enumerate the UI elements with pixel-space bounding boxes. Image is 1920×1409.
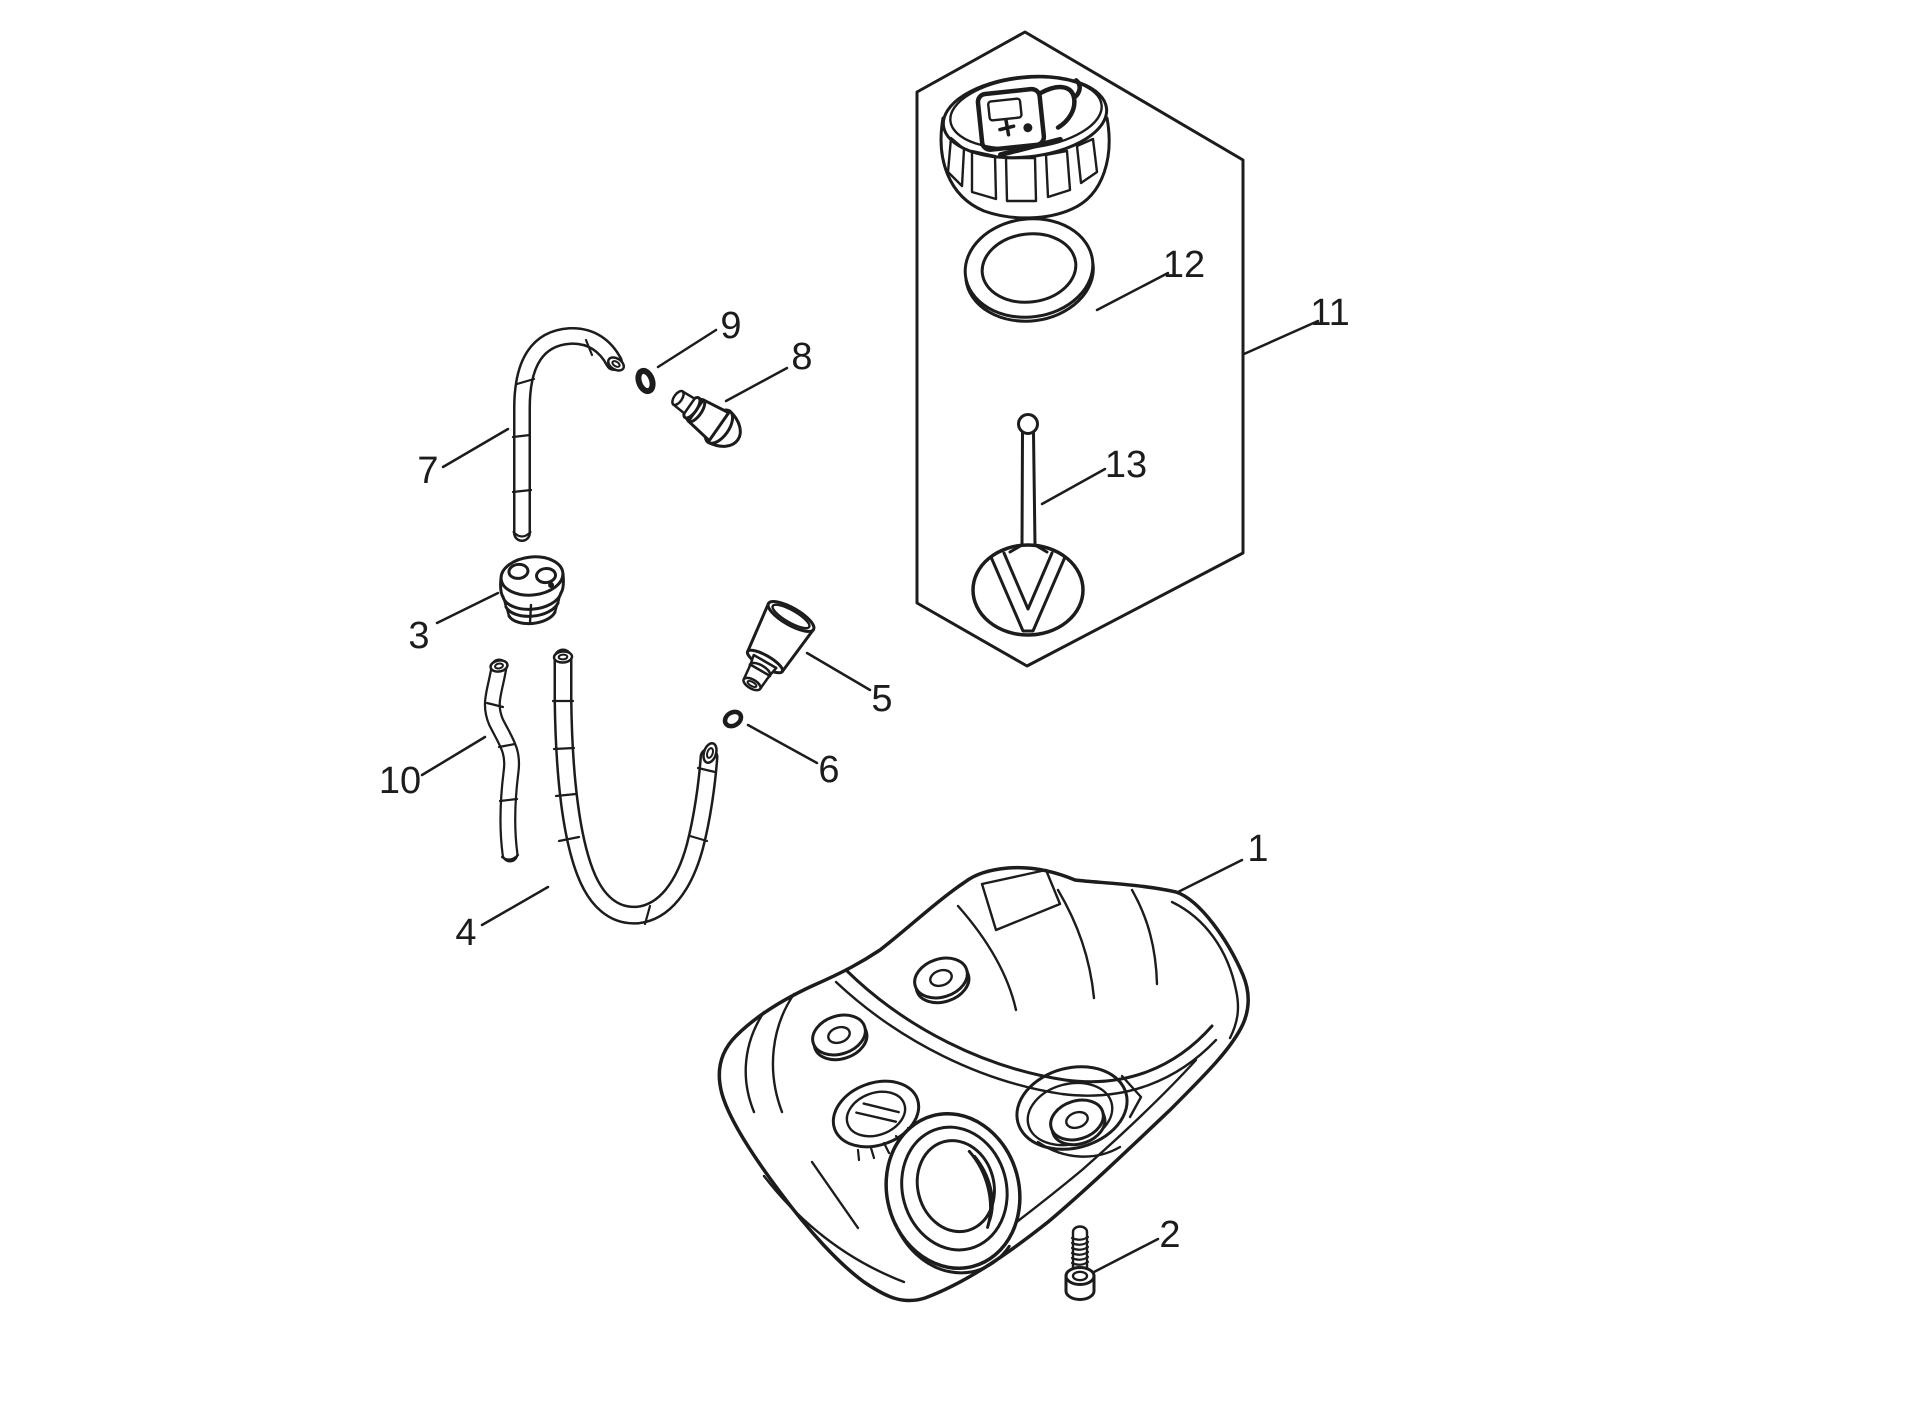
- o-ring-9-drawing: [635, 367, 656, 395]
- leader-line-2: [1092, 1237, 1160, 1274]
- tank-neck-drawing: [831, 1079, 921, 1149]
- callout-3: 3: [408, 615, 429, 657]
- leader-line-8: [724, 366, 789, 403]
- callout-11: 11: [1310, 292, 1349, 334]
- leader-line-12: [1095, 271, 1170, 312]
- fuel-tube-drawing: [511, 327, 626, 542]
- callout-7: 7: [417, 450, 438, 492]
- leader-line-4: [480, 885, 550, 927]
- check-valve-drawing: [671, 389, 742, 448]
- callout-labels: 1 2 3 4 5 6 7 8 9 10 11 12 13: [379, 244, 1350, 1256]
- leader-line-13: [1040, 467, 1107, 506]
- leader-line-11: [1242, 319, 1320, 356]
- leader-lines: [420, 271, 1320, 1274]
- callout-8: 8: [791, 336, 812, 378]
- o-ring-6-drawing: [722, 709, 744, 729]
- filler-opening-drawing: [884, 1111, 1022, 1275]
- callout-10: 10: [379, 760, 421, 802]
- leader-line-5: [805, 651, 872, 692]
- kit-box-outline: [915, 30, 1245, 668]
- fuel-filter-drawing: [742, 600, 816, 692]
- callout-4: 4: [455, 912, 476, 954]
- fuel-tank-drawing: [717, 865, 1250, 1303]
- callout-9: 9: [720, 305, 741, 347]
- leader-line-1: [1176, 858, 1244, 894]
- gasket-ring-drawing: [963, 217, 1095, 323]
- leader-line-3: [435, 591, 500, 625]
- fuel-line-drawing: [551, 648, 719, 926]
- grommet-drawing: [499, 555, 565, 626]
- callout-6: 6: [818, 749, 839, 791]
- washer-boss-1: [913, 956, 971, 1005]
- leader-line-6: [746, 723, 819, 765]
- callout-13: 13: [1105, 444, 1147, 486]
- callout-1: 1: [1247, 828, 1268, 870]
- callout-12: 12: [1163, 244, 1205, 286]
- washer-boss-3: [1015, 1065, 1129, 1158]
- washer-boss-2: [811, 1013, 869, 1062]
- screw-drawing: [1064, 1225, 1096, 1301]
- fuel-pump-icon: [975, 78, 1082, 158]
- retainer-drawing: [971, 413, 1085, 637]
- return-tube-drawing: [483, 658, 521, 863]
- leader-line-9: [656, 328, 718, 369]
- callout-2: 2: [1159, 1214, 1180, 1256]
- fuel-cap-drawing: [939, 74, 1111, 220]
- leader-line-7: [441, 427, 510, 469]
- leader-line-10: [420, 735, 487, 777]
- callout-5: 5: [871, 678, 892, 720]
